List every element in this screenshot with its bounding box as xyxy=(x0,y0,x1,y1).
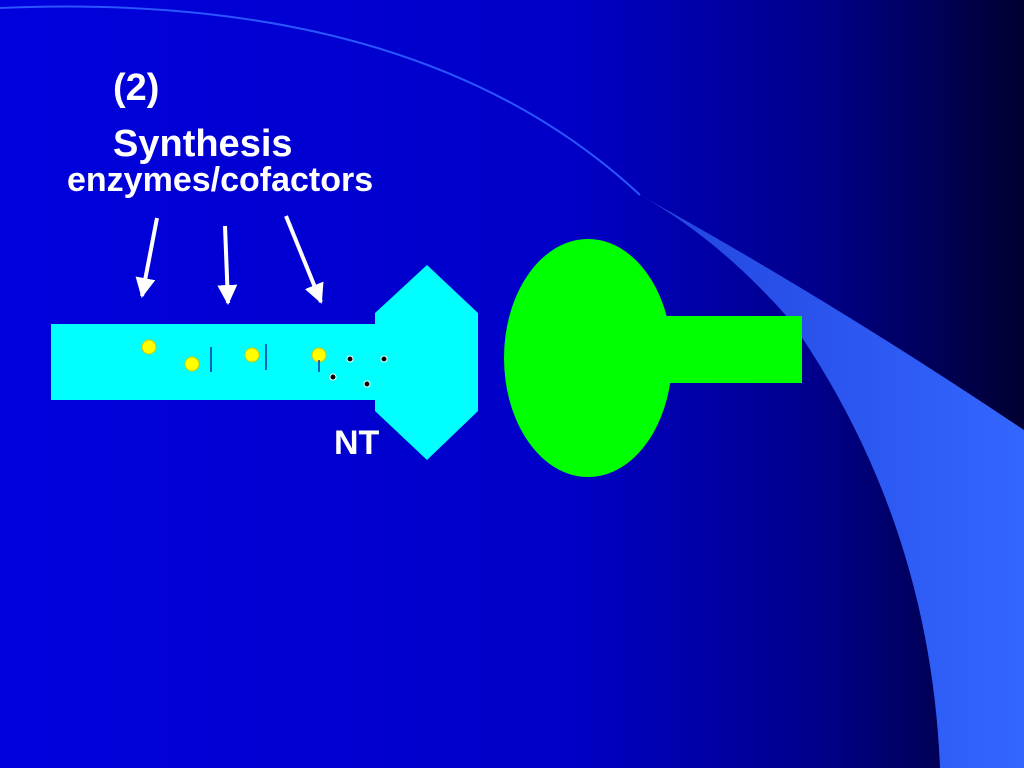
precursor-molecule xyxy=(244,347,260,363)
receiving-cell-body xyxy=(504,239,672,477)
slide-title: Synthesis xyxy=(113,123,293,165)
precursor-molecule xyxy=(184,356,200,372)
arrow-middle xyxy=(217,225,238,305)
axon-terminal xyxy=(375,265,478,460)
nt-molecule xyxy=(380,355,388,363)
slide-title-number: (2) xyxy=(113,67,160,109)
arrow-left xyxy=(135,217,159,298)
precursor-molecule xyxy=(141,339,157,355)
precursor-molecule xyxy=(311,347,327,363)
nt-molecule xyxy=(363,380,371,388)
background-swoosh xyxy=(640,195,1024,768)
nt-molecule xyxy=(346,355,354,363)
arrow-right xyxy=(284,215,324,304)
nt-molecule xyxy=(329,373,337,381)
axon xyxy=(51,324,396,400)
enzymes-cofactors-label: enzymes/cofactors xyxy=(67,161,374,199)
background-curve-line xyxy=(0,5,641,196)
nt-label: NT xyxy=(334,424,380,462)
receiving-cell-dendrite xyxy=(655,316,802,383)
